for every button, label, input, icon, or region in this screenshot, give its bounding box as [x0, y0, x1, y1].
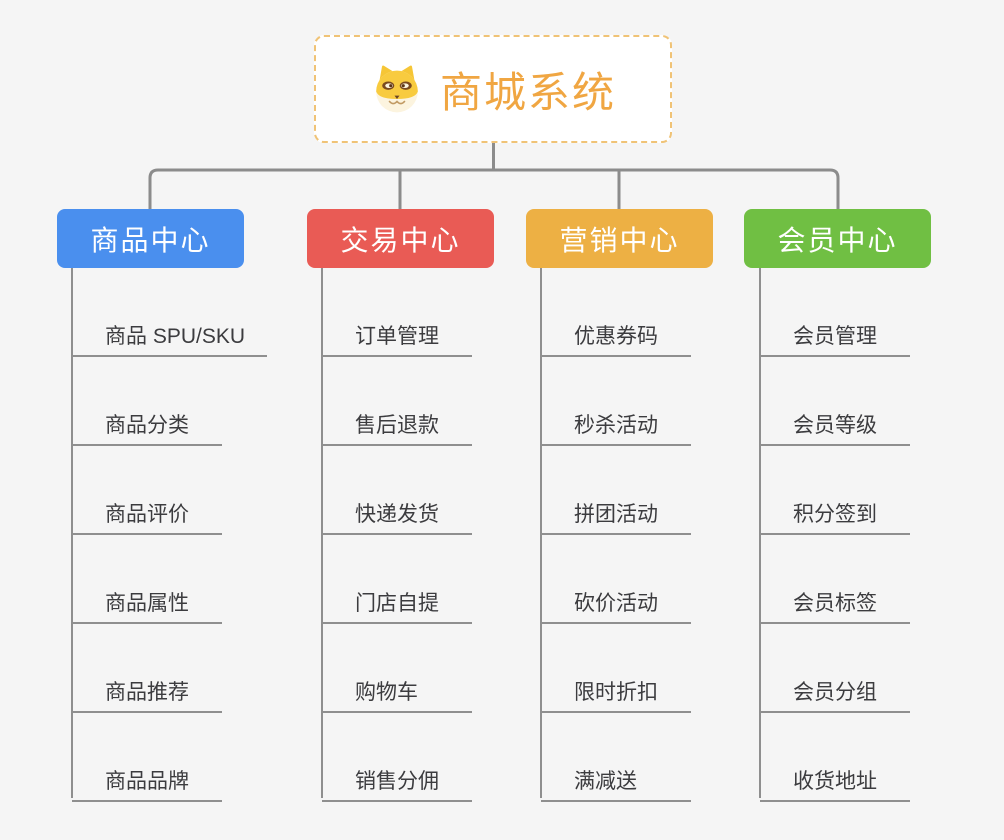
- leaf-item[interactable]: 销售分佣: [322, 713, 472, 802]
- leaf-item[interactable]: 会员管理: [760, 268, 910, 357]
- column-trunk-line: [540, 268, 542, 798]
- leaf-item[interactable]: 售后退款: [322, 357, 472, 446]
- leaf-item[interactable]: 订单管理: [322, 268, 472, 357]
- leaf-item[interactable]: 积分签到: [760, 446, 910, 535]
- root-title: 商城系统: [439, 68, 616, 116]
- leaf-item[interactable]: 会员分组: [760, 624, 910, 713]
- leaf-item[interactable]: 会员等级: [760, 357, 910, 446]
- leaf-item[interactable]: 拼团活动: [541, 446, 691, 535]
- branch-header-member-center[interactable]: 会员中心: [744, 209, 931, 268]
- leaf-item[interactable]: 会员标签: [760, 535, 910, 624]
- column-trunk-line: [321, 268, 323, 798]
- column-trunk-line: [759, 268, 761, 798]
- branch-header-label: 交易中心: [340, 224, 461, 256]
- column-trunk-line: [71, 268, 73, 798]
- branch-column-marketing: 优惠券码 秒杀活动 拼团活动 砍价活动 限时折扣 满减送: [540, 268, 790, 802]
- branch-header-label: 会员中心: [777, 224, 898, 256]
- branch-header-label: 营销中心: [559, 224, 680, 256]
- branch-header-label: 商品中心: [90, 224, 211, 256]
- branch-column-product: 商品 SPU/SKU 商品分类 商品评价 商品属性 商品推荐 商品品牌: [71, 268, 321, 802]
- leaf-item[interactable]: 砍价活动: [541, 535, 691, 624]
- leaf-item[interactable]: 商品分类: [72, 357, 222, 446]
- leaf-item[interactable]: 购物车: [322, 624, 472, 713]
- branch-header-marketing-center[interactable]: 营销中心: [526, 209, 713, 268]
- leaf-item[interactable]: 收货地址: [760, 713, 910, 802]
- branch-header-trade-center[interactable]: 交易中心: [307, 209, 494, 268]
- leaf-item[interactable]: 限时折扣: [541, 624, 691, 713]
- leaf-item[interactable]: 秒杀活动: [541, 357, 691, 446]
- leaf-item[interactable]: 商品 SPU/SKU: [72, 268, 268, 357]
- leaf-item[interactable]: 商品属性: [72, 535, 222, 624]
- shiba-dog-icon: [370, 64, 424, 114]
- leaf-item[interactable]: 快递发货: [322, 446, 472, 535]
- leaf-item[interactable]: 商品推荐: [72, 624, 222, 713]
- leaf-item[interactable]: 满减送: [541, 713, 691, 802]
- branch-column-trade: 订单管理 售后退款 快递发货 门店自提 购物车 销售分佣: [321, 268, 571, 802]
- leaf-item[interactable]: 商品品牌: [72, 713, 222, 802]
- branch-header-product-center[interactable]: 商品中心: [57, 209, 244, 268]
- leaf-item[interactable]: 优惠券码: [541, 268, 691, 357]
- branch-column-member: 会员管理 会员等级 积分签到 会员标签 会员分组 收货地址: [759, 268, 1004, 802]
- root-node[interactable]: 商城系统: [314, 35, 672, 143]
- leaf-item[interactable]: 门店自提: [322, 535, 472, 624]
- leaf-item[interactable]: 商品评价: [72, 446, 222, 535]
